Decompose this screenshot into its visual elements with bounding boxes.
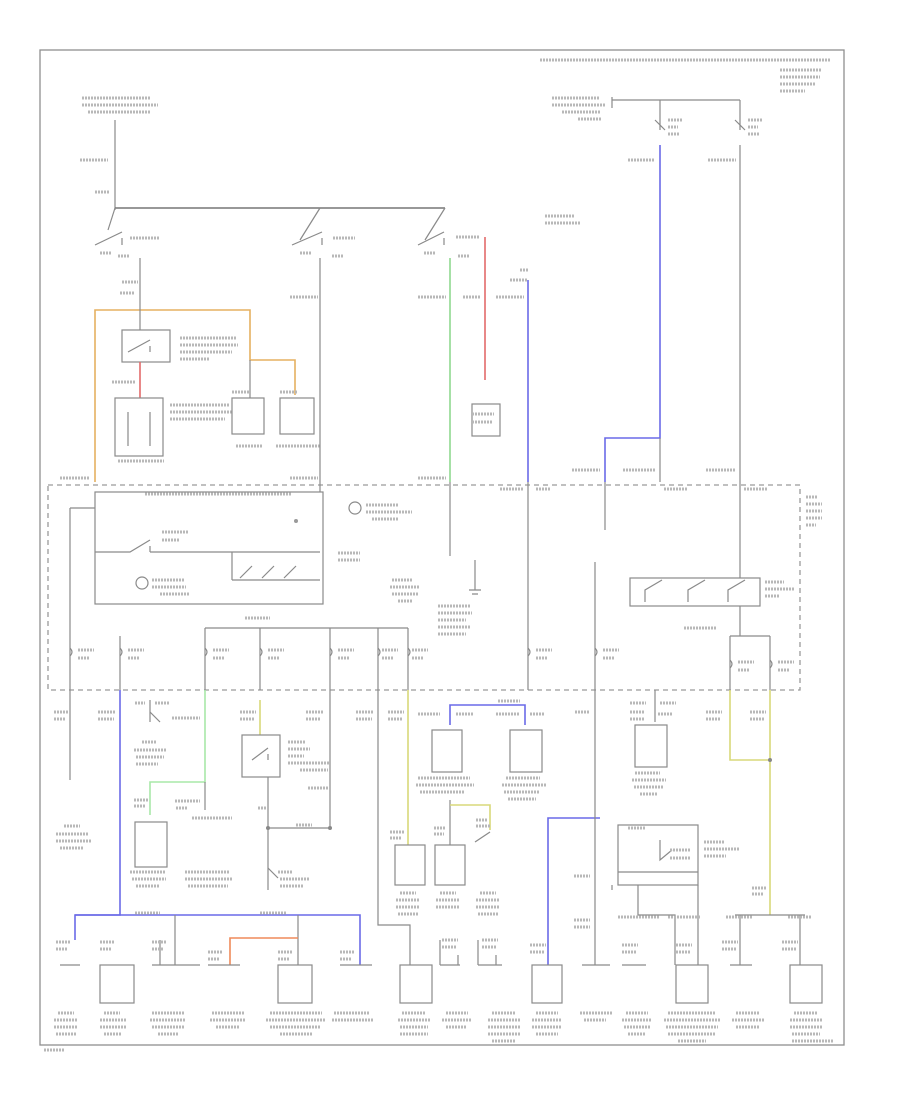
radiator-fan-relay-label [632, 771, 666, 796]
wire-blue-center [449, 704, 526, 725]
clutch-interlock-switch [279, 397, 315, 435]
cruise-control-unit [134, 821, 168, 868]
fuse-box-title [390, 578, 420, 603]
wire-yellow-hood [450, 804, 491, 830]
component-defogger-grid [399, 964, 433, 1004]
starter-cut-relay [471, 403, 501, 437]
ignition-label-block [780, 68, 822, 93]
relay-panel [94, 491, 324, 605]
rear-window-defogger-relay-label [396, 891, 420, 916]
rear-window-defogger-labels [436, 891, 500, 916]
wire-blue-bottom-bus [75, 914, 361, 965]
gauge-assembly-label [56, 824, 92, 850]
diagram-frame [39, 49, 845, 1046]
brake-pedal-position-switch [241, 734, 281, 778]
component-condenser-fan [789, 964, 823, 1004]
wire-blue-left-feed [74, 690, 121, 940]
rear-window-defogger [434, 844, 466, 886]
remote-control-unit [231, 397, 265, 435]
component-accessory-power [277, 964, 313, 1004]
fuses [69, 647, 773, 669]
under-dash-box-label [806, 495, 822, 527]
drl-label [502, 776, 546, 801]
hot-at-all-times-label [82, 96, 158, 114]
component-fan-motor [675, 964, 709, 1004]
fan-relay-box [629, 577, 761, 607]
engine-control-module [431, 729, 463, 773]
ignition-switch-contacts [94, 231, 480, 258]
component-rear-window [99, 964, 135, 1004]
wire-blue-right-low [547, 817, 600, 965]
wire-orange-start [94, 309, 296, 482]
ecm-label [416, 776, 474, 794]
condenser-fan-relay [617, 824, 699, 886]
bottom-connector-pins [56, 938, 798, 961]
radiator-fan-relay [634, 724, 668, 768]
neutral-safety-switch [121, 329, 171, 363]
cruise-main-switch-label [134, 740, 166, 766]
condenser-fan-relay-label [704, 840, 740, 858]
wire-orange-red-bottom [229, 937, 298, 965]
fuse-labels [78, 648, 794, 672]
interlock-label [185, 870, 232, 888]
underhood-fuse-relay-box-label [552, 96, 606, 121]
rear-window-defogger-relay [394, 844, 426, 886]
daytime-running-lights-module [509, 729, 543, 773]
starter-relay [114, 397, 164, 457]
bottom-components [60, 964, 823, 1004]
bottom-component-labels [54, 1011, 834, 1043]
under-dash-fuse-relay-box [47, 484, 801, 691]
wire-blue-fuse-right [604, 145, 661, 482]
wire-yellow-right [729, 690, 771, 915]
cruise-control-unit-label [130, 870, 166, 888]
component-mirror-heater [531, 964, 563, 1004]
wire-light-green [149, 690, 206, 815]
